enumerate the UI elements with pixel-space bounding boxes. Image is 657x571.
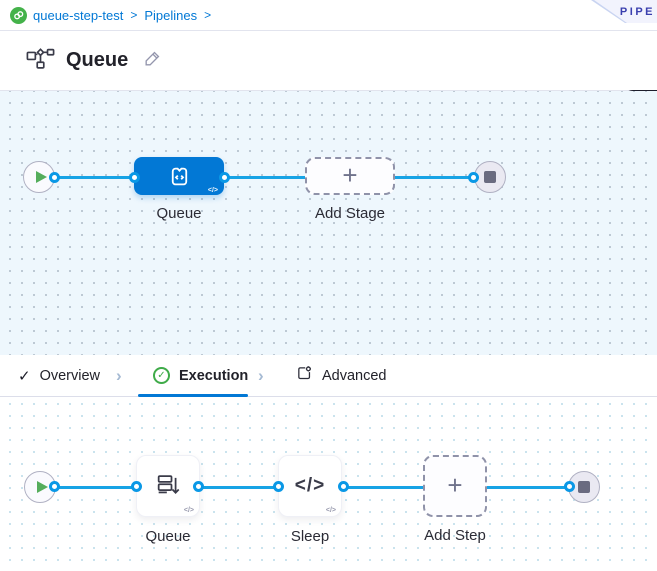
step-node-queue[interactable]: </> [136, 455, 200, 517]
tab-overview[interactable]: ✓ Overview [18, 355, 100, 396]
tab-execution[interactable]: ✓ Execution [153, 355, 248, 396]
queue-step-icon [157, 475, 180, 495]
connector-port[interactable] [131, 481, 142, 492]
breadcrumb-separator: > [130, 8, 138, 22]
breadcrumb: queue-step-test > Pipelines > [0, 0, 657, 30]
play-icon [36, 481, 48, 493]
connector-port[interactable] [564, 481, 575, 492]
connector-port[interactable] [273, 481, 284, 492]
connector-port[interactable] [338, 481, 349, 492]
step-label: Queue [145, 528, 191, 545]
connector-port[interactable] [49, 172, 60, 183]
add-stage-label: Add Stage [314, 205, 386, 222]
execution-graph-canvas[interactable]: </> </> </> + Queue Sleep Add Step [0, 397, 657, 571]
play-icon [35, 171, 47, 183]
pipeline-tabs: ✓ Overview › ✓ Execution › Advanced [0, 355, 657, 397]
check-icon: ✓ [18, 367, 31, 385]
stage-node-queue[interactable]: </> [134, 157, 224, 195]
pipeline-icon [26, 47, 55, 75]
add-stage-button[interactable]: + [305, 157, 395, 195]
check-circle-icon: ✓ [153, 367, 170, 384]
pipeline-title-bar: Queue VISUAL [0, 31, 657, 112]
stop-icon [484, 171, 496, 183]
connector-port[interactable] [468, 172, 479, 183]
breadcrumb-bar: queue-step-test > Pipelines > PIPE [0, 0, 657, 31]
stage-graph-canvas[interactable]: </> + Queue Add Stage [0, 91, 657, 355]
connector-port[interactable] [129, 172, 140, 183]
chevron-right-icon: › [258, 365, 264, 385]
add-step-button[interactable]: + [423, 455, 487, 517]
advanced-icon [296, 365, 313, 386]
tab-advanced[interactable]: Advanced [296, 355, 387, 396]
breadcrumb-pipelines-link[interactable]: Pipelines [144, 7, 198, 23]
chevron-right-icon: › [116, 365, 122, 385]
stage-label: Queue [156, 205, 202, 222]
step-label: Sleep [290, 528, 330, 545]
page-title: Queue [66, 49, 129, 71]
edit-pencil-icon[interactable] [143, 49, 162, 73]
code-badge: </> [183, 507, 194, 514]
ribbon-label: PIPE [619, 5, 655, 18]
code-step-icon: </> [294, 475, 326, 496]
breadcrumb-project-link[interactable]: queue-step-test [33, 7, 124, 23]
code-badge: </> [207, 187, 218, 194]
connector-port[interactable] [193, 481, 204, 492]
connector-port[interactable] [49, 481, 60, 492]
connector-line [54, 176, 474, 179]
step-node-sleep[interactable]: </> </> [278, 455, 342, 517]
tab-overview-label: Overview [39, 367, 101, 384]
tab-advanced-label: Advanced [322, 367, 387, 384]
project-icon [10, 6, 27, 24]
code-badge: </> [325, 507, 336, 514]
active-tab-underline [138, 394, 248, 397]
pipeline-end-node[interactable] [474, 161, 506, 193]
connector-port[interactable] [219, 172, 230, 183]
stop-icon [578, 481, 590, 493]
breadcrumb-separator: > [204, 8, 212, 22]
custom-stage-icon [171, 167, 187, 185]
add-step-label: Add Step [424, 527, 486, 544]
tab-execution-label: Execution [179, 367, 249, 384]
plus-icon: + [447, 469, 463, 500]
plus-icon: + [342, 159, 358, 190]
